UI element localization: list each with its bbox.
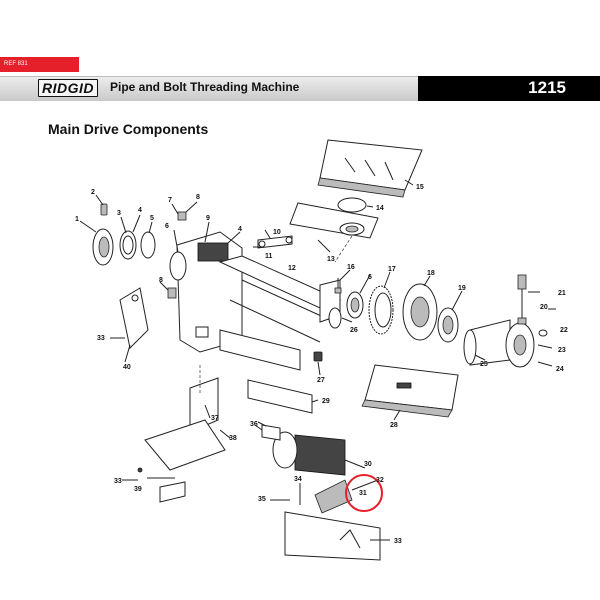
machine-title: Pipe and Bolt Threading Machine (110, 80, 300, 94)
callout-40: 40 (123, 364, 131, 371)
part-drawing-33-bolt (122, 467, 143, 481)
part-drawing-15 (317, 139, 423, 198)
callout-34: 34 (294, 476, 302, 483)
callout-22: 22 (560, 327, 568, 334)
callout-4b: 4 (238, 226, 242, 233)
part-drawing-29 (247, 379, 313, 414)
part-drawing-26 (328, 307, 342, 329)
callout-24: 24 (556, 366, 564, 373)
model-box: 1215 (418, 76, 600, 101)
callout-33b: 33 (114, 478, 122, 485)
callout-6: 6 (165, 223, 169, 230)
callout-14: 14 (376, 205, 384, 212)
callout-26: 26 (350, 327, 358, 334)
part-drawing-18 (402, 283, 438, 341)
part-drawing-1 (79, 220, 114, 266)
callout-3: 3 (117, 210, 121, 217)
part-drawing-31 (314, 479, 353, 514)
callout-37: 37 (211, 415, 219, 422)
callout-36: 36 (250, 421, 258, 428)
callout-25: 25 (480, 361, 488, 368)
callout-21: 21 (558, 290, 566, 297)
callout-5: 5 (150, 215, 154, 222)
ref-tag: REF 831 (0, 57, 79, 72)
leader-lines (124, 201, 556, 491)
callout-32: 32 (376, 477, 384, 484)
part-drawing-6 (346, 291, 364, 319)
part-drawing-17 (368, 285, 394, 335)
part-drawing-25 (463, 319, 535, 368)
part-drawing-22-23-24 (537, 329, 553, 367)
part-drawing-13 (289, 202, 379, 263)
callout-6b: 6 (368, 274, 372, 281)
part-drawing-39 (147, 477, 186, 503)
callout-8b: 8 (159, 277, 163, 284)
callout-33c: 33 (394, 538, 402, 545)
callout-11: 11 (265, 253, 273, 260)
callout-33a: 33 (97, 335, 105, 342)
callout-15: 15 (416, 184, 424, 191)
part-drawing-7-8 (167, 211, 187, 299)
part-drawing-3-4-5 (119, 214, 156, 260)
callout-13: 13 (327, 256, 335, 263)
part-drawing-2 (95, 194, 108, 216)
callout-labels: 1 2 3 4 5 6 7 8 9 4 10 11 12 13 14 15 8 … (75, 184, 568, 545)
part-drawing-28 (361, 364, 459, 418)
callout-9: 9 (206, 215, 210, 222)
section-title: Main Drive Components (48, 121, 209, 137)
ridgid-logo: RIDGID (38, 79, 98, 97)
callout-12: 12 (288, 265, 296, 272)
callout-10: 10 (273, 229, 281, 236)
callout-28: 28 (390, 422, 398, 429)
callout-23: 23 (558, 347, 566, 354)
callout-39: 39 (134, 486, 142, 493)
callout-30: 30 (364, 461, 372, 468)
part-drawing-19 (437, 307, 459, 343)
callout-7: 7 (168, 197, 172, 204)
part-drawing-37-38 (144, 365, 226, 471)
callout-38: 38 (229, 435, 237, 442)
callout-16: 16 (347, 264, 355, 271)
part-drawing-20-21 (517, 274, 527, 325)
part-drawing-40 (110, 287, 149, 350)
part-drawing-main-housing (169, 231, 342, 371)
part-drawing-10-11-12 (253, 235, 293, 249)
callout-31: 31 (359, 490, 367, 497)
callout-35: 35 (258, 496, 266, 503)
callout-1: 1 (75, 216, 79, 223)
callout-2: 2 (91, 189, 95, 196)
callout-20: 20 (540, 304, 548, 311)
callout-17: 17 (388, 266, 396, 273)
callout-29: 29 (322, 398, 330, 405)
callout-27: 27 (317, 377, 325, 384)
callout-18: 18 (427, 270, 435, 277)
part-drawing-16 (334, 278, 342, 294)
part-drawing-27 (313, 351, 323, 362)
part-drawing-14 (337, 197, 374, 213)
model-number: 1215 (528, 78, 566, 97)
part-drawing-base (270, 483, 390, 561)
callout-8: 8 (196, 194, 200, 201)
callout-4: 4 (138, 207, 142, 214)
highlight-circle (345, 474, 383, 512)
part-drawing-motor (257, 421, 346, 476)
callout-19: 19 (458, 285, 466, 292)
